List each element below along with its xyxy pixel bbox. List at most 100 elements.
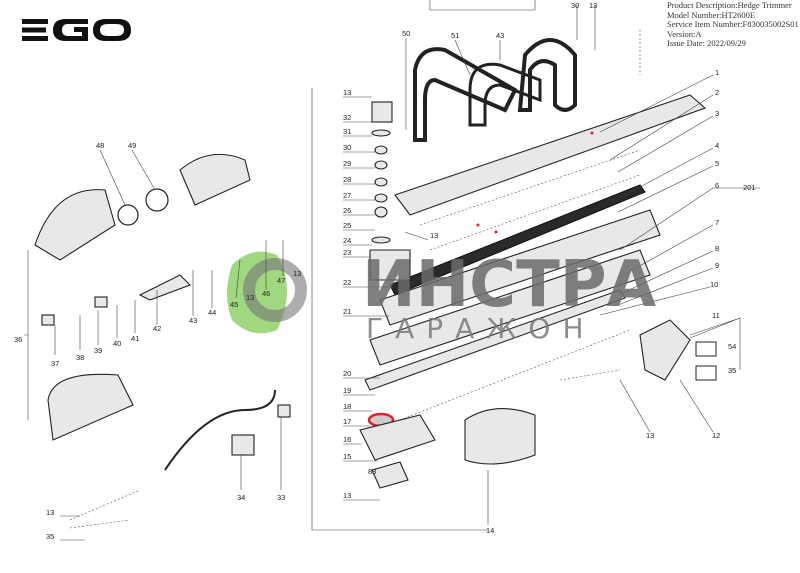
callout-number: 30 — [571, 1, 579, 10]
callout-number: 39 — [94, 346, 102, 355]
callout-number: 21 — [343, 307, 351, 316]
callout-number: 35 — [46, 532, 54, 541]
version: Version:A — [667, 28, 702, 39]
callout-number: 12 — [712, 431, 720, 440]
watermark: ИНСТРА ГАРАЖОН — [362, 248, 657, 345]
callout-number: 29 — [343, 159, 351, 168]
callout-number: 50 — [402, 29, 410, 38]
callout-number: 83 — [368, 467, 376, 476]
callout-number: 44 — [208, 308, 216, 317]
callout-number: 13 — [646, 431, 654, 440]
model-number: Model Number:HT2600E — [667, 9, 756, 20]
callouts-center: 13 32 31 30 29 28 27 26 25 24 23 22 21 2… — [343, 88, 438, 501]
blade-assembly — [364, 94, 707, 421]
callout-number: 33 — [277, 493, 285, 502]
callout-number: 43 — [189, 316, 197, 325]
callout-number: 30 — [343, 143, 351, 152]
callout-number: 41 — [131, 334, 139, 343]
watermark-line1: ИНСТРА — [362, 248, 657, 322]
lower-blade — [369, 249, 651, 366]
callout-number: 7 — [715, 218, 719, 227]
group-bracket-center — [311, 88, 488, 531]
callout-number: 34 — [237, 493, 245, 502]
callout-number: 23 — [343, 248, 351, 257]
callout-number: 13 — [293, 269, 301, 278]
left-parts — [34, 30, 717, 529]
callout-number: 54 — [728, 342, 736, 351]
callout-number: 11 — [712, 311, 720, 320]
callout-number: 28 — [343, 175, 351, 184]
callout-number: 9 — [715, 261, 719, 270]
callout-number: 35 — [728, 366, 736, 375]
callout-number: 48 — [96, 141, 104, 150]
callout-number: 8 — [715, 244, 719, 253]
title-block: Product Description:Hedge Trimmer Model … — [667, 0, 799, 49]
callout-number: 42 — [153, 324, 161, 333]
callout-number: 6 — [715, 181, 719, 190]
blade-guide — [364, 289, 626, 391]
callout-number: 13 — [343, 491, 351, 500]
callout-number: 3 — [715, 109, 719, 118]
callout-number: 20 — [343, 369, 351, 378]
callouts-right: 1 2 3 4 5 6 201 7 8 9 10 11 54 35 12 13 … — [486, 68, 760, 535]
callout-number: 201 — [743, 183, 756, 192]
switch-board — [231, 434, 255, 456]
callout-number: 36 — [14, 335, 22, 344]
gearbox-parts — [359, 101, 436, 489]
callout-number: 32 — [343, 113, 351, 122]
issue-date: Issue Date: 2022/09/29 — [667, 38, 746, 48]
motor-housing — [464, 408, 536, 465]
callout-number: 27 — [343, 191, 351, 200]
gear-housing — [369, 249, 411, 281]
callout-number: 51 — [451, 31, 459, 40]
housing-right — [179, 153, 251, 206]
product-description: Product Description:Hedge Trimmer — [667, 0, 792, 10]
battery-cover — [639, 319, 691, 381]
rear-handle — [47, 373, 134, 441]
callout-number: 2 — [715, 88, 719, 97]
callout-number: 40 — [113, 339, 121, 348]
motor — [371, 101, 393, 123]
callout-number: 13 — [589, 1, 597, 10]
callout-number: 10 — [710, 280, 718, 289]
blade-bar — [389, 184, 646, 296]
callout-number: 46 — [262, 289, 270, 298]
callout-number: 22 — [343, 278, 351, 287]
callouts-top: 50 51 43 30 13 — [402, 1, 597, 130]
callout-number: 24 — [343, 236, 351, 245]
watermark-line2: ГАРАЖОН — [366, 312, 596, 345]
callout-number: 1 — [715, 68, 719, 77]
gear-cover — [359, 414, 436, 461]
callout-number: 45 — [230, 300, 238, 309]
callout-number: 31 — [343, 127, 351, 136]
watermark-gear-icon — [243, 258, 307, 322]
callout-number: 13 — [343, 88, 351, 97]
callout-number: 47 — [277, 276, 285, 285]
handles — [413, 38, 577, 142]
callout-number: 13 — [430, 231, 438, 240]
callout-number: 38 — [76, 353, 84, 362]
callouts-left: 48 49 36 37 38 39 40 41 42 43 44 45 13 4… — [14, 141, 301, 541]
callout-number: 17 — [343, 417, 351, 426]
callout-number: 25 — [343, 221, 351, 230]
watermark-logo — [227, 251, 307, 334]
callout-number: 19 — [343, 386, 351, 395]
housing-left — [34, 189, 116, 261]
callout-number: 49 — [128, 141, 136, 150]
callout-number: 37 — [51, 359, 59, 368]
callout-number: 16 — [343, 435, 351, 444]
ego-logo — [22, 17, 132, 48]
callout-number: 18 — [343, 402, 351, 411]
callout-number: 43 — [496, 31, 504, 40]
group-bracket-top — [429, 0, 536, 11]
callout-number: 15 — [343, 452, 351, 461]
blade-cover — [394, 94, 707, 216]
service-item-number: Service Item Number:F830035002S01 — [667, 19, 799, 29]
upper-blade — [379, 209, 661, 326]
callout-number: 4 — [715, 141, 719, 150]
callout-number: 5 — [715, 159, 719, 168]
callout-number: 14 — [486, 526, 494, 535]
callout-number: 26 — [343, 206, 351, 215]
callout-number: 13 — [46, 508, 54, 517]
